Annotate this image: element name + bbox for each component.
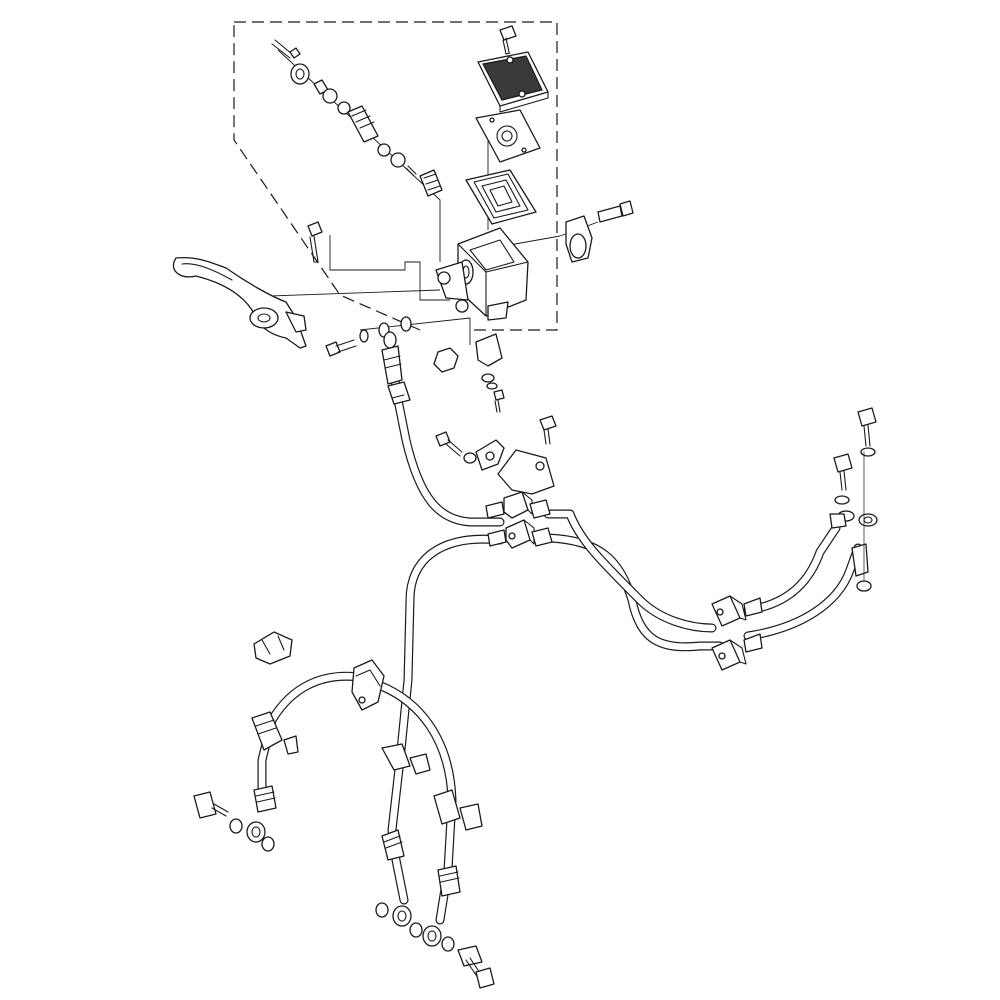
fender-hose-guide	[351, 659, 385, 711]
diaphragm	[465, 169, 537, 225]
bottom-caliper-banjo	[375, 829, 495, 989]
master-cylinder-assembly	[233, 21, 599, 345]
piston-parts	[271, 39, 443, 197]
reservoir-cap	[477, 51, 549, 113]
hose-clamp-top	[253, 631, 293, 665]
hose-joint-bracket	[435, 415, 557, 549]
lever-bolt-washers	[325, 316, 412, 357]
brake-lever	[172, 256, 307, 349]
brake-hoses	[257, 355, 863, 925]
master-cylinder-body	[435, 227, 529, 321]
left-hose-guide	[251, 711, 299, 755]
right-banjo-bolts	[829, 407, 878, 592]
lever-pivot-bolt	[307, 221, 323, 263]
handlebar-clamp	[565, 200, 634, 263]
brake-switch	[433, 333, 505, 413]
assembly-dashed-outline	[233, 21, 558, 331]
cap-plate	[475, 109, 541, 163]
right-hose-bracket	[711, 595, 763, 671]
right-hose-guide	[433, 789, 483, 831]
reservoir-cap-screw	[499, 25, 517, 55]
left-caliper-banjo	[193, 785, 277, 852]
hose-fitting-master	[381, 331, 411, 405]
center-hose-guide	[381, 743, 431, 775]
